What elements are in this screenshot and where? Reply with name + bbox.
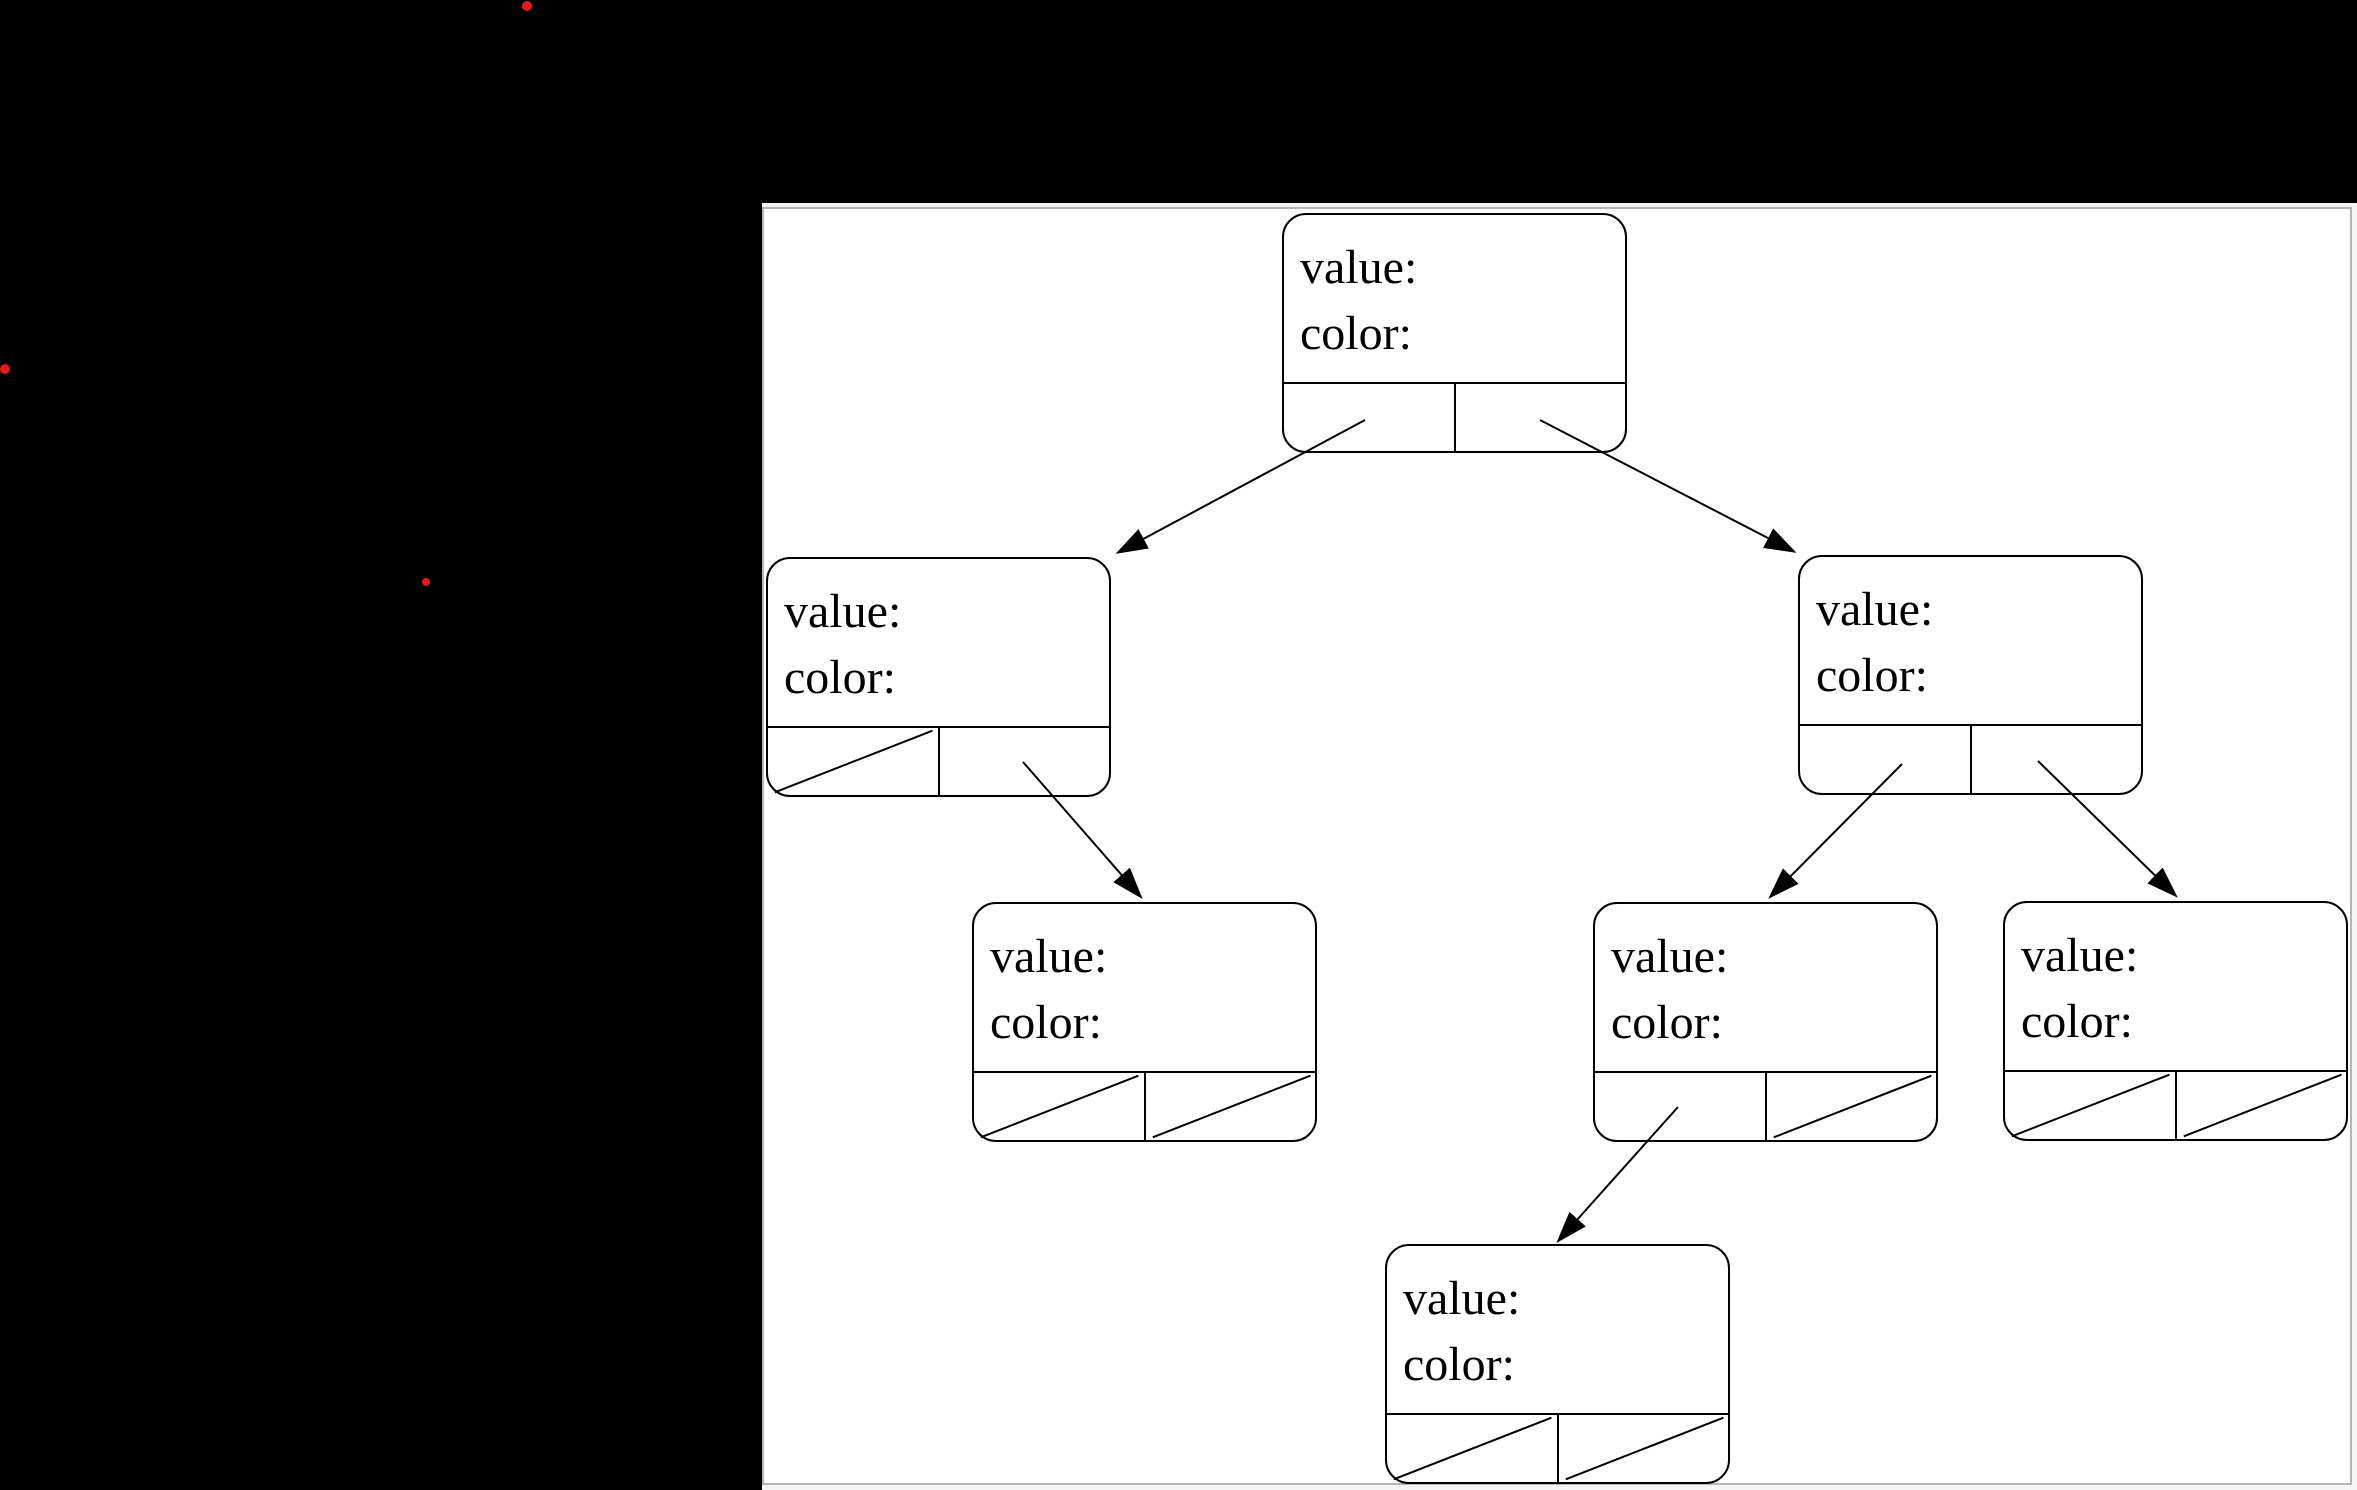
left-pointer-cell [1387,1415,1559,1482]
null-pointer-slash-icon [1387,1415,1557,1482]
value-field-label: value: [2021,929,2139,982]
left-pointer-cell [1284,384,1456,451]
pointer-row [1387,1415,1728,1482]
null-pointer-slash-icon [1559,1415,1729,1482]
pointer-row [1800,726,2141,793]
tree-node-bottom-child: value: color: [1385,1244,1730,1484]
pointer-row [768,728,1109,795]
value-field-label: value: [1611,930,1729,983]
null-pointer-slash-icon [974,1073,1144,1140]
color-field-label: color: [1300,307,1412,360]
pointer-row [1284,384,1625,451]
value-field-label: value: [1300,241,1418,294]
color-field-label: color: [1611,996,1723,1049]
color-field-label: color: [1403,1338,1515,1391]
tree-node-right-child: value: color: [1798,555,2143,795]
value-field-label: value: [1403,1272,1521,1325]
pointer-row [2005,1072,2346,1139]
right-pointer-cell [1456,384,1626,451]
color-field-label: color: [1816,649,1928,702]
tree-node-right-right-child: value: color: [2003,901,2348,1141]
red-dot-marker [422,578,430,586]
left-pointer-cell [2005,1072,2177,1139]
tree-node-right-left-child: value: color: [1593,902,1938,1142]
tree-node-root: value: color: [1282,213,1627,453]
node-fields: value: color: [1284,215,1625,384]
red-dot-marker [522,1,532,11]
null-pointer-slash-icon [2177,1072,2347,1139]
right-pointer-cell [1767,1073,1937,1140]
value-field-label: value: [990,930,1108,983]
pointer-row [1595,1073,1936,1140]
right-pointer-cell [2177,1072,2347,1139]
left-pointer-cell [768,728,940,795]
right-pointer-cell [1146,1073,1316,1140]
node-fields: value: color: [768,559,1109,728]
pointer-row [974,1073,1315,1140]
color-field-label: color: [2021,995,2133,1048]
left-pointer-cell [1800,726,1972,793]
value-field-label: value: [1816,583,1934,636]
red-dot-marker [0,364,10,374]
node-fields: value: color: [974,904,1315,1073]
left-pointer-cell [974,1073,1146,1140]
node-fields: value: color: [1387,1246,1728,1415]
right-pointer-cell [940,728,1110,795]
right-pointer-cell [1559,1415,1729,1482]
node-fields: value: color: [2005,903,2346,1072]
color-field-label: color: [990,996,1102,1049]
tree-node-left-child: value: color: [766,557,1111,797]
node-fields: value: color: [1595,904,1936,1073]
null-pointer-slash-icon [2005,1072,2175,1139]
left-pointer-cell [1595,1073,1767,1140]
value-field-label: value: [784,585,902,638]
tree-node-left-right-child: value: color: [972,902,1317,1142]
color-field-label: color: [784,651,896,704]
null-pointer-slash-icon [1146,1073,1316,1140]
null-pointer-slash-icon [768,728,938,795]
node-fields: value: color: [1800,557,2141,726]
null-pointer-slash-icon [1767,1073,1937,1140]
right-pointer-cell [1972,726,2142,793]
